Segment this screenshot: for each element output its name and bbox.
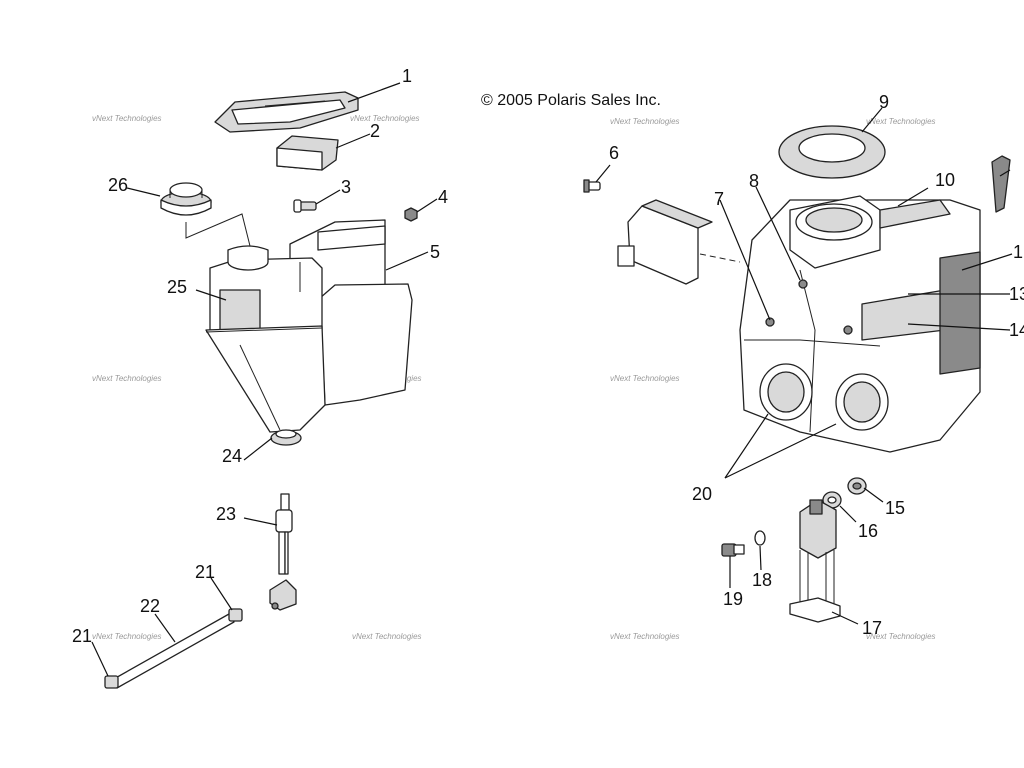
- part-level-sensor: [269, 493, 297, 611]
- watermark: vNext Technologies: [350, 114, 420, 123]
- watermark: vNext Technologies: [352, 632, 422, 641]
- part-nut: [404, 207, 418, 222]
- watermark: vNext Technologies: [92, 114, 162, 123]
- part-bolt: [721, 543, 745, 557]
- part-washer: [754, 530, 766, 546]
- callout-5: 5: [430, 242, 440, 262]
- callout-3: 3: [341, 177, 351, 197]
- callout-10: 10: [935, 170, 955, 190]
- part-filter-ring: [778, 125, 886, 179]
- watermark: vNext Technologies: [92, 632, 162, 641]
- part-nut: [847, 477, 867, 495]
- callout-20: 20: [692, 484, 712, 504]
- callout-7: 7: [714, 189, 724, 209]
- callout-15: 15: [885, 498, 905, 518]
- callout-22: 22: [140, 596, 160, 616]
- watermark: vNext Technologies: [610, 374, 680, 383]
- part-strap: [991, 155, 1011, 213]
- callout-4: 4: [438, 187, 448, 207]
- watermark: vNext Technologies: [610, 632, 680, 641]
- part-hose: [111, 613, 235, 689]
- callout-9: 9: [879, 92, 889, 112]
- watermark: vNext Technologies: [610, 117, 680, 126]
- callout-16: 16: [858, 521, 878, 541]
- part-washer: [822, 491, 842, 509]
- callout-18: 18: [752, 570, 772, 590]
- part-cover: [214, 91, 359, 133]
- leader-lines: [91, 82, 1013, 677]
- callout-13: 13: [1009, 284, 1024, 304]
- part-grommet: [270, 429, 302, 446]
- callout-26: 26: [108, 175, 128, 195]
- copyright-text: © 2005 Polaris Sales Inc.: [481, 92, 661, 109]
- callout-14: 14: [1009, 320, 1024, 340]
- part-airbox: [739, 195, 981, 453]
- watermark: vNext Technologies: [92, 374, 162, 383]
- callout-21-upper: 21: [195, 562, 215, 582]
- callout-25: 25: [167, 277, 187, 297]
- watermark: vNext Technologies: [866, 117, 936, 126]
- callout-2: 2: [370, 121, 380, 141]
- part-block: [276, 135, 339, 171]
- callout-6: 6: [609, 143, 619, 163]
- leader-cap: [185, 213, 251, 247]
- part-bolt: [583, 179, 601, 193]
- callout-19: 19: [723, 589, 743, 609]
- callout-21-lower: 21: [72, 626, 92, 646]
- leader-module: [699, 253, 741, 263]
- callout-17: 17: [862, 618, 882, 638]
- part-screw: [293, 199, 317, 213]
- callout-1: 1: [402, 66, 412, 86]
- watermark: vNext Technologies: [866, 632, 936, 641]
- part-clamp: [104, 608, 243, 689]
- part-module: [617, 199, 713, 285]
- callout-labels: 1 2 3 4 5 6 7 8 9 10 1 13 14 15 16 17 18…: [72, 66, 1024, 646]
- callout-24: 24: [222, 446, 242, 466]
- callout-8: 8: [749, 171, 759, 191]
- part-cap: [160, 182, 212, 216]
- callout-11: 1: [1013, 242, 1023, 262]
- callout-23: 23: [216, 504, 236, 524]
- part-bracket: [789, 499, 841, 623]
- part-oil-tank: [205, 219, 413, 433]
